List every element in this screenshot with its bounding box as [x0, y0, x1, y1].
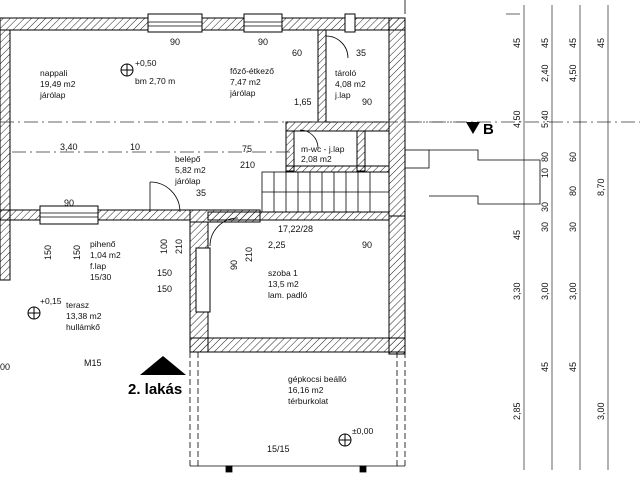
walls	[0, 13, 406, 355]
exterior-right	[404, 0, 541, 205]
section-b-label: B	[483, 121, 494, 138]
svg-text:150: 150	[157, 268, 172, 278]
svg-text:90: 90	[64, 198, 74, 208]
svg-text:35: 35	[196, 188, 206, 198]
svg-text:10: 10	[130, 142, 140, 152]
svg-text:90: 90	[229, 260, 239, 270]
svg-text:45: 45	[596, 38, 606, 48]
apartment-arrow	[140, 356, 186, 375]
svg-text:30: 30	[540, 222, 550, 232]
svg-text:30: 30	[568, 222, 578, 232]
level-markers	[27, 63, 352, 447]
right-dim-lines	[506, 5, 609, 470]
svg-text:45: 45	[540, 38, 550, 48]
svg-text:90: 90	[170, 37, 180, 47]
windows	[40, 21, 282, 218]
svg-text:210: 210	[244, 247, 254, 262]
svg-text:15/15: 15/15	[267, 444, 290, 454]
svg-text:60: 60	[568, 152, 578, 162]
svg-text:60: 60	[292, 48, 302, 58]
room-terasz-name: terasz	[66, 300, 89, 310]
level-nappali: +0,50	[135, 58, 157, 68]
svg-text:45: 45	[568, 38, 578, 48]
svg-text:8,70: 8,70	[596, 178, 606, 196]
svg-text:210: 210	[174, 239, 184, 254]
level-labels: +0,50 bm 2,70 m +0,15 ±0,00	[40, 58, 373, 436]
svg-text:90: 90	[362, 240, 372, 250]
svg-text:80: 80	[540, 152, 550, 162]
svg-text:M15: M15	[84, 358, 102, 368]
room-szoba-name: szoba 1	[268, 268, 298, 278]
svg-text:3,00: 3,00	[540, 282, 550, 300]
svg-text:210: 210	[240, 160, 255, 170]
section-lines	[0, 121, 640, 153]
room-mwc-name: m-wc - j.lap	[301, 144, 345, 154]
svg-text:100: 100	[159, 239, 169, 254]
svg-text:150: 150	[72, 245, 82, 260]
room-piheno-name: pihenő	[90, 239, 116, 249]
svg-text:2,85: 2,85	[512, 402, 522, 420]
svg-text:2,25: 2,25	[268, 240, 286, 250]
svg-text:30: 30	[540, 202, 550, 212]
room-belepo-name: belépő	[175, 154, 201, 164]
svg-text:17,22/28: 17,22/28	[278, 224, 313, 234]
level-bm: bm 2,70 m	[135, 76, 175, 86]
svg-text:2,40: 2,40	[540, 64, 550, 82]
svg-text:45: 45	[568, 362, 578, 372]
svg-text:3,00: 3,00	[596, 402, 606, 420]
svg-text:80: 80	[568, 186, 578, 196]
staircase	[261, 171, 390, 213]
svg-text:1,65: 1,65	[294, 97, 312, 107]
apartment-label: 2. lakás	[128, 381, 182, 398]
room-fozo-name: főző-étkező	[230, 66, 274, 76]
svg-text:00: 00	[0, 362, 10, 372]
room-gepkocsi-name: gépkocsi beálló	[288, 374, 347, 384]
carport	[189, 352, 406, 473]
svg-text:150: 150	[43, 245, 53, 260]
interior-dims: 90 90 60 35 1,65 90 3,40 10 75 210 35 90…	[0, 37, 372, 454]
svg-text:3,00: 3,00	[568, 282, 578, 300]
section-b-arrow	[466, 122, 480, 134]
room-tarolo-name: tároló	[335, 68, 357, 78]
svg-text:3,30: 3,30	[512, 282, 522, 300]
right-dims: 45 45 2,40 45 4,50 45 5,40 4,50 80 60 10…	[512, 38, 606, 420]
svg-text:45: 45	[512, 38, 522, 48]
interior-dims-vertical: 150 150 100 210 90 210	[43, 239, 254, 270]
svg-text:90: 90	[362, 97, 372, 107]
svg-text:4,50: 4,50	[568, 64, 578, 82]
svg-text:45: 45	[540, 362, 550, 372]
svg-text:35: 35	[356, 48, 366, 58]
svg-text:4,50: 4,50	[512, 110, 522, 128]
svg-text:10: 10	[540, 168, 550, 178]
room-nappali-name: nappali	[40, 68, 68, 78]
svg-text:90: 90	[258, 37, 268, 47]
svg-text:150: 150	[157, 284, 172, 294]
svg-text:5,40: 5,40	[540, 110, 550, 128]
level-gepkocsi: ±0,00	[352, 426, 373, 436]
svg-text:45: 45	[512, 230, 522, 240]
svg-text:3,40: 3,40	[60, 142, 78, 152]
doors	[149, 35, 349, 247]
svg-text:75: 75	[242, 144, 252, 154]
level-terasz: +0,15	[40, 296, 62, 306]
